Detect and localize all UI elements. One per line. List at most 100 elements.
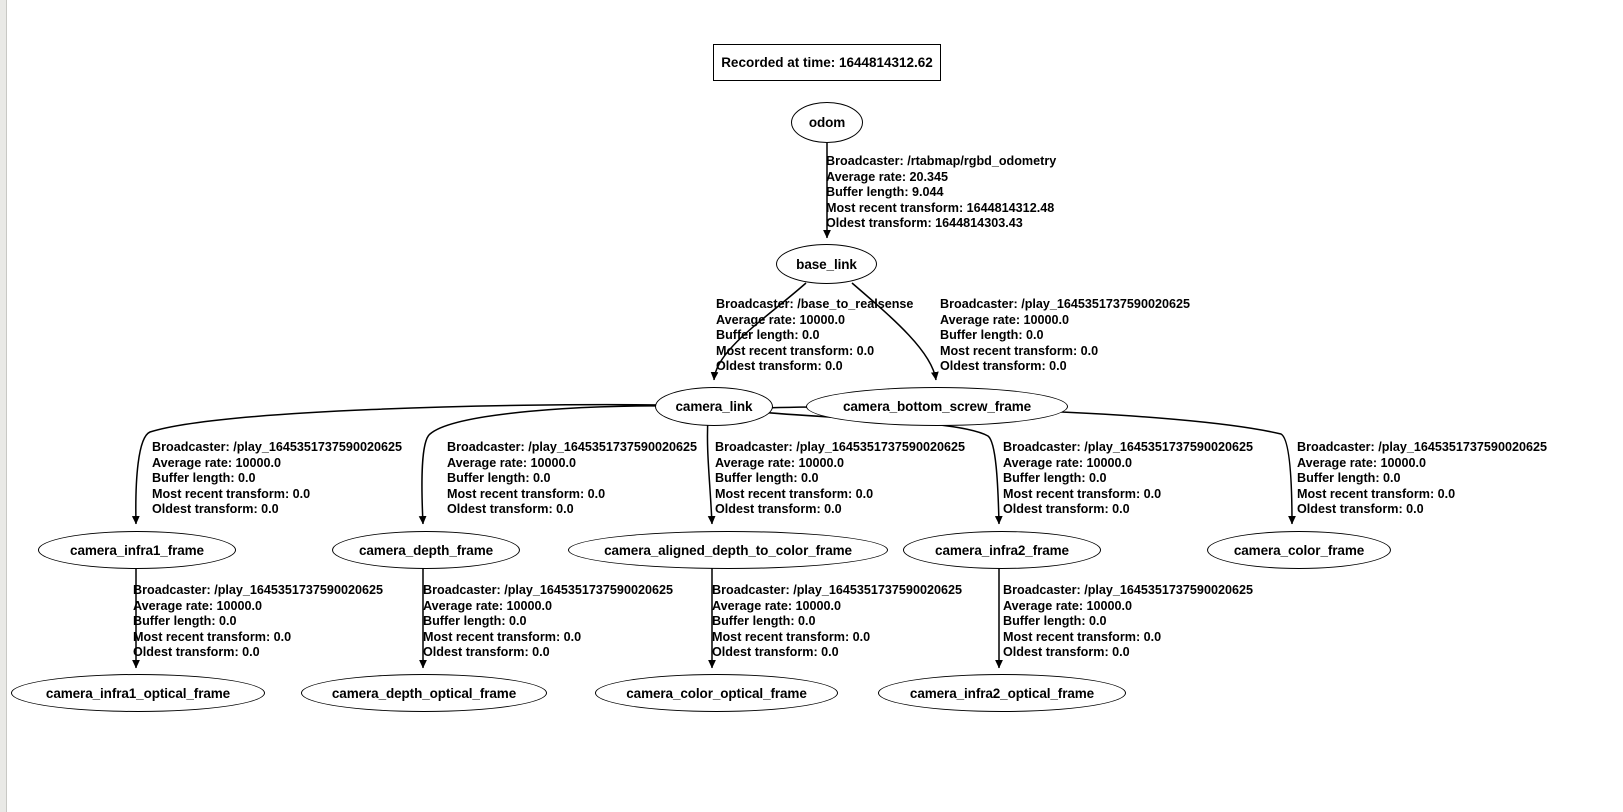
edge-label-camera_infra2_frame-camera_infra2_optical_frame: Broadcaster: /play_1645351737590020625 A…	[1003, 583, 1253, 661]
edge-label-odom-base_link: Broadcaster: /rtabmap/rgbd_odometry Aver…	[826, 154, 1056, 232]
edge-oldest-transform: Oldest transform: 0.0	[1003, 502, 1130, 517]
edge-broadcaster: Broadcaster: /play_1645351737590020625	[940, 297, 1190, 311]
node-camera_depth_frame[interactable]: camera_depth_frame	[332, 531, 520, 569]
edge-buffer-length: Buffer length: 0.0	[447, 471, 551, 486]
edge-average-rate: Average rate: 10000.0	[712, 598, 842, 613]
edge-oldest-transform: Oldest transform: 0.0	[447, 502, 574, 517]
edge-most-recent-transform: Most recent transform: 0.0	[152, 486, 311, 501]
edge-most-recent-transform: Most recent transform: 0.0	[423, 629, 582, 644]
edge-average-rate: Average rate: 10000.0	[940, 312, 1070, 327]
edge-buffer-length: Buffer length: 0.0	[152, 471, 256, 486]
edge-broadcaster: Broadcaster: /play_1645351737590020625	[133, 583, 383, 597]
edge-most-recent-transform: Most recent transform: 0.0	[447, 486, 606, 501]
node-camera_link-label: camera_link	[675, 399, 753, 414]
node-camera_depth_optical_frame-label: camera_depth_optical_frame	[331, 685, 517, 701]
node-camera_infra1_frame-label: camera_infra1_frame	[70, 542, 204, 558]
edge-oldest-transform: Oldest transform: 0.0	[423, 645, 550, 660]
edge-oldest-transform: Oldest transform: 0.0	[152, 502, 279, 517]
node-camera_infra1_optical_frame[interactable]: camera_infra1_optical_frame	[11, 674, 265, 712]
edge-label-camera_link-camera_depth_frame: Broadcaster: /play_1645351737590020625 A…	[447, 440, 697, 518]
edge-buffer-length: Buffer length: 0.0	[712, 614, 816, 629]
edge-average-rate: Average rate: 10000.0	[716, 312, 846, 327]
node-camera_aligned_depth_to_color_frame-label: camera_aligned_depth_to_color_frame	[604, 542, 852, 558]
edge-camera_link-camera_aligned_depth_to_color_frame	[706, 417, 716, 525]
edge-label-camera_link-camera_aligned_depth_to_color_frame: Broadcaster: /play_1645351737590020625 A…	[715, 440, 965, 518]
node-camera_depth_frame-label: camera_depth_frame	[358, 542, 494, 558]
edge-buffer-length: Buffer length: 0.0	[1003, 614, 1107, 629]
node-odom-label: odom	[808, 115, 846, 130]
node-camera_bottom_screw_frame-label: camera_bottom_screw_frame	[842, 399, 1032, 414]
edge-most-recent-transform: Most recent transform: 0.0	[1003, 629, 1162, 644]
node-camera_infra1_optical_frame-label: camera_infra1_optical_frame	[45, 685, 231, 701]
edge-broadcaster: Broadcaster: /rtabmap/rgbd_odometry	[826, 154, 1057, 168]
node-base_link[interactable]: base_link	[776, 244, 877, 284]
node-camera_infra2_frame-label: camera_infra2_frame	[935, 542, 1069, 558]
edge-buffer-length: Buffer length: 0.0	[423, 614, 527, 629]
edge-oldest-transform: Oldest transform: 0.0	[716, 359, 843, 374]
edge-buffer-length: Buffer length: 0.0	[716, 328, 820, 343]
edge-broadcaster: Broadcaster: /play_1645351737590020625	[712, 583, 962, 597]
edge-label-camera_link-camera_infra2_frame: Broadcaster: /play_1645351737590020625 A…	[1003, 440, 1253, 518]
edge-buffer-length: Buffer length: 9.044	[826, 185, 944, 200]
edge-broadcaster: Broadcaster: /play_1645351737590020625	[1003, 440, 1253, 454]
node-camera_infra2_optical_frame-label: camera_infra2_optical_frame	[909, 685, 1095, 701]
node-odom[interactable]: odom	[791, 102, 863, 143]
node-camera_color_optical_frame-label: camera_color_optical_frame	[626, 685, 807, 701]
node-camera_color_frame[interactable]: camera_color_frame	[1207, 531, 1391, 569]
recorded-at-time-box: Recorded at time: 1644814312.62	[713, 44, 941, 81]
edge-average-rate: Average rate: 10000.0	[1297, 455, 1427, 470]
edge-buffer-length: Buffer length: 0.0	[940, 328, 1044, 343]
edge-oldest-transform: Oldest transform: 0.0	[1297, 502, 1424, 517]
node-camera_infra1_frame[interactable]: camera_infra1_frame	[38, 531, 236, 569]
edge-most-recent-transform: Most recent transform: 0.0	[1003, 486, 1162, 501]
edge-label-base_link-camera_bottom_screw_frame: Broadcaster: /play_1645351737590020625 A…	[940, 297, 1190, 375]
edge-label-camera_depth_frame-camera_depth_optical_frame: Broadcaster: /play_1645351737590020625 A…	[423, 583, 673, 661]
edge-broadcaster: Broadcaster: /play_1645351737590020625	[423, 583, 673, 597]
node-camera_infra2_frame[interactable]: camera_infra2_frame	[903, 531, 1101, 569]
edge-most-recent-transform: Most recent transform: 0.0	[133, 629, 292, 644]
edge-average-rate: Average rate: 10000.0	[1003, 598, 1133, 613]
edge-most-recent-transform: Most recent transform: 0.0	[715, 486, 874, 501]
node-camera_color_optical_frame[interactable]: camera_color_optical_frame	[595, 674, 838, 712]
edge-most-recent-transform: Most recent transform: 0.0	[712, 629, 871, 644]
edge-most-recent-transform: Most recent transform: 1644814312.48	[826, 200, 1055, 215]
node-camera_depth_optical_frame[interactable]: camera_depth_optical_frame	[301, 674, 547, 712]
left-gutter	[0, 0, 6, 812]
edge-label-camera_infra1_frame-camera_infra1_optical_frame: Broadcaster: /play_1645351737590020625 A…	[133, 583, 383, 661]
edge-average-rate: Average rate: 10000.0	[152, 455, 282, 470]
edge-average-rate: Average rate: 20.345	[826, 169, 949, 184]
edge-broadcaster: Broadcaster: /play_1645351737590020625	[1003, 583, 1253, 597]
edge-buffer-length: Buffer length: 0.0	[1003, 471, 1107, 486]
edge-buffer-length: Buffer length: 0.0	[715, 471, 819, 486]
edge-oldest-transform: Oldest transform: 0.0	[133, 645, 260, 660]
edge-buffer-length: Buffer length: 0.0	[133, 614, 237, 629]
node-camera_color_frame-label: camera_color_frame	[1233, 542, 1365, 558]
edge-label-camera_aligned_depth_to_color_frame-camera_color_optical_frame: Broadcaster: /play_1645351737590020625 A…	[712, 583, 962, 661]
edge-label-base_link-camera_link: Broadcaster: /base_to_realsense Average …	[716, 297, 913, 375]
node-camera_infra2_optical_frame[interactable]: camera_infra2_optical_frame	[878, 674, 1126, 712]
recorded-at-time-label: Recorded at time: 1644814312.62	[721, 55, 933, 70]
edge-oldest-transform: Oldest transform: 0.0	[940, 359, 1067, 374]
edge-buffer-length: Buffer length: 0.0	[1297, 471, 1401, 486]
edge-oldest-transform: Oldest transform: 0.0	[712, 645, 839, 660]
edge-broadcaster: Broadcaster: /base_to_realsense	[716, 297, 914, 311]
edge-broadcaster: Broadcaster: /play_1645351737590020625	[715, 440, 965, 454]
edge-broadcaster: Broadcaster: /play_1645351737590020625	[152, 440, 402, 454]
edge-oldest-transform: Oldest transform: 0.0	[1003, 645, 1130, 660]
edge-broadcaster: Broadcaster: /play_1645351737590020625	[447, 440, 697, 454]
edge-label-camera_link-camera_infra1_frame: Broadcaster: /play_1645351737590020625 A…	[152, 440, 402, 518]
edge-most-recent-transform: Most recent transform: 0.0	[716, 343, 875, 358]
edge-label-camera_link-camera_color_frame: Broadcaster: /play_1645351737590020625 A…	[1297, 440, 1547, 518]
edge-most-recent-transform: Most recent transform: 0.0	[940, 343, 1099, 358]
edge-average-rate: Average rate: 10000.0	[133, 598, 263, 613]
edge-broadcaster: Broadcaster: /play_1645351737590020625	[1297, 440, 1547, 454]
edge-average-rate: Average rate: 10000.0	[423, 598, 553, 613]
node-camera_aligned_depth_to_color_frame[interactable]: camera_aligned_depth_to_color_frame	[568, 531, 888, 569]
left-gutter-divider	[6, 0, 7, 812]
edge-average-rate: Average rate: 10000.0	[1003, 455, 1133, 470]
node-camera_link[interactable]: camera_link	[655, 387, 773, 426]
edge-average-rate: Average rate: 10000.0	[715, 455, 845, 470]
node-camera_bottom_screw_frame[interactable]: camera_bottom_screw_frame	[806, 387, 1068, 426]
edge-average-rate: Average rate: 10000.0	[447, 455, 577, 470]
